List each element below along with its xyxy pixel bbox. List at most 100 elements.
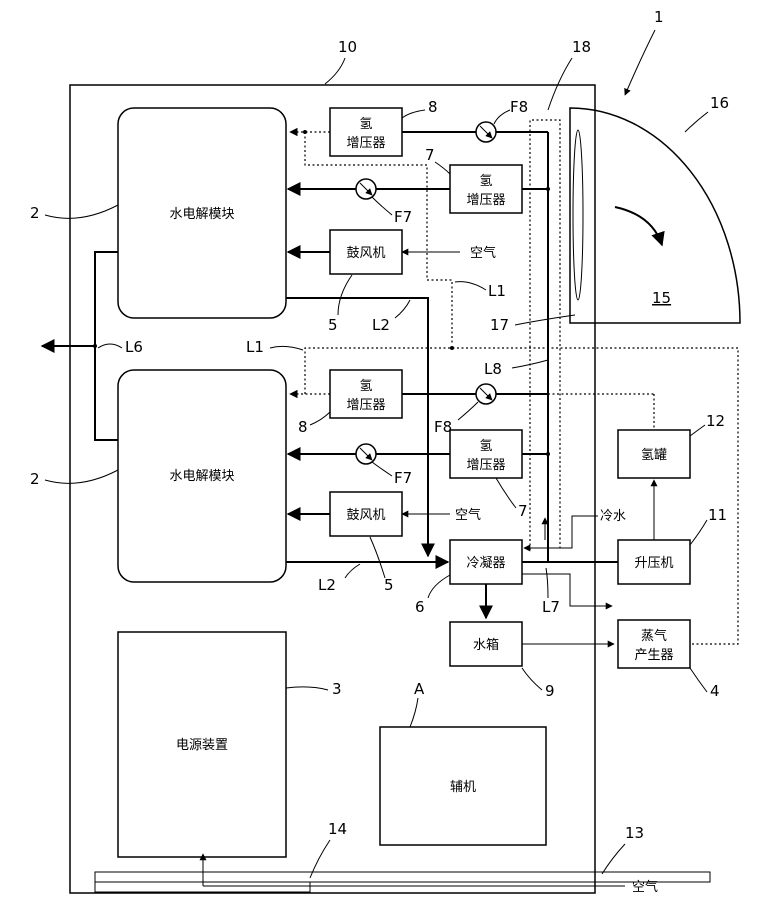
leader-11 [690,520,707,545]
label-6: 6 [415,598,425,616]
blower-bottom-label: 鼓风机 [346,508,385,523]
leader-1 [625,30,655,95]
electrolysis-module-bottom-label: 水电解模块 [169,469,234,484]
hydrogen-booster-7-bottom-l2: 增压器 [466,458,505,473]
label-14: 14 [328,820,347,838]
power-supply-label: 电源装置 [176,738,228,753]
label-12: 12 [706,412,725,430]
label-F7-bottom: F7 [394,469,412,487]
label-2-top: 2 [30,204,40,222]
leader-L6 [98,344,122,348]
label-7-top: 7 [425,146,435,164]
label-F8-bottom: F8 [434,418,452,436]
label-16: 16 [710,94,729,112]
label-L2-top: L2 [372,316,390,334]
leader-L2-bottom [345,564,360,578]
label-8-bottom: 8 [298,418,308,436]
water-tank-label: 水箱 [473,637,499,653]
leader-3 [286,687,328,690]
label-7-bottom: 7 [518,502,528,520]
label-3: 3 [332,680,342,698]
steam-generator-l1: 蒸气 [641,628,667,644]
label-8-top: 8 [428,98,438,116]
leader-F8-top [494,110,510,124]
junction [450,346,454,350]
label-15: 15 [652,289,671,307]
label-10: 10 [338,38,357,56]
label-5-bottom: 5 [384,576,394,594]
leader-5-bottom [370,537,385,578]
junction [303,130,307,134]
leader-L2-top [395,300,410,318]
line-cold-water [524,516,598,548]
junction [546,452,550,456]
line-L7 [522,574,612,606]
compressor-label: 升压机 [634,556,673,571]
leader-F7-bottom [372,462,392,476]
label-A: A [414,680,425,698]
label-1: 1 [654,8,664,26]
steam-generator-l2: 产生器 [634,648,673,663]
duct-18 [530,120,560,550]
leader-4 [690,668,707,692]
label-L7: L7 [542,598,560,616]
hydrogen-booster-8-top-l1: 氢 [359,117,372,132]
label-4: 4 [710,682,720,700]
junction [93,344,97,348]
leader-7-bottom [496,478,516,508]
leader-L7 [546,568,548,598]
label-13: 13 [625,824,644,842]
leader-L1-top [455,282,486,290]
hydrogen-tank-label: 氢罐 [641,448,667,463]
blower-top-label: 鼓风机 [346,246,385,261]
leader-16 [685,112,708,132]
hydrogen-booster-8-top-l2: 增压器 [346,136,385,151]
cold-water-label: 冷水 [600,509,626,524]
label-L1-top: L1 [488,282,506,300]
leader-12 [690,425,705,436]
intake-duct-13 [95,872,710,882]
leader-10 [325,58,345,84]
leader-8-top [402,110,425,118]
line-L6 [95,252,118,440]
label-2-bottom: 2 [30,470,40,488]
leader-17 [515,315,575,325]
fan-blade [573,130,583,300]
leader-A [410,698,418,727]
leader-L1-left [270,346,303,350]
leader-2-top [45,205,118,218]
label-L2-bottom: L2 [318,576,336,594]
label-5-top: 5 [328,316,338,334]
auxiliary-machine-label: 辅机 [450,780,476,795]
hydrogen-booster-7-top-l2: 增压器 [466,193,505,208]
label-L6: L6 [125,338,143,356]
hydrogen-booster-8-bottom-l1: 氢 [359,379,372,394]
junction [546,187,550,191]
label-L8: L8 [484,360,502,378]
hydrogen-booster-7-bottom-l1: 氢 [479,439,492,454]
hydrogen-booster-7-top-l1: 氢 [479,174,492,189]
leader-18 [548,58,572,110]
label-F7-top: F7 [394,208,412,226]
leader-F7-top [372,197,392,215]
condenser-label: 冷凝器 [466,555,505,571]
leader-L8 [512,360,548,368]
label-F8-top: F8 [510,98,528,116]
air-bottom-label: 空气 [455,507,481,523]
label-11: 11 [708,506,727,524]
leader-7-top [435,162,450,174]
leader-8-bottom [310,412,330,425]
air-top-label: 空气 [470,245,496,261]
leader-5-top [338,275,352,315]
hydrogen-booster-8-bottom-l2: 增压器 [346,398,385,413]
leader-6 [428,575,450,598]
label-9: 9 [545,682,555,700]
label-17: 17 [490,316,509,334]
leader-F8-bottom [458,402,478,420]
leader-2-bottom [45,470,118,483]
rotation-arrow [615,207,662,245]
electrolysis-module-top-label: 水电解模块 [169,207,234,222]
leader-9 [522,668,542,690]
leader-13 [602,844,625,874]
